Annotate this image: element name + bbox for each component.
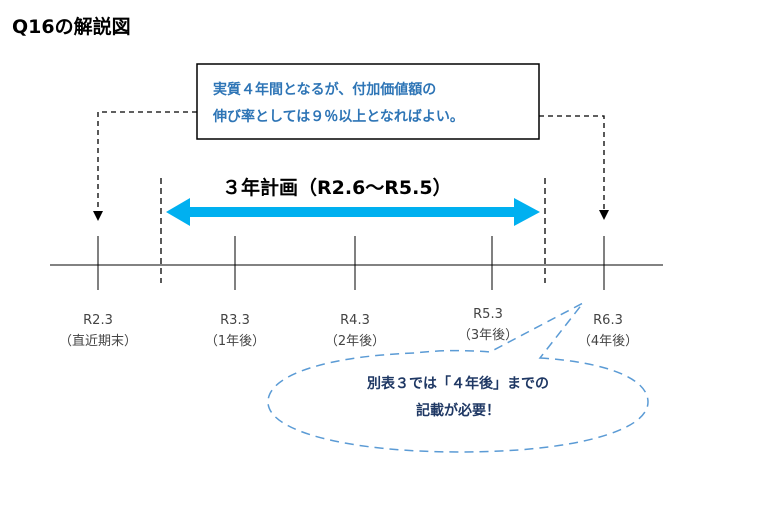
tick-label-date: R4.3 [340, 313, 370, 328]
bubble-line-2: 記載が必要！ [416, 402, 500, 419]
tick-label-sub: （3年後） [458, 328, 518, 343]
left-dashed-connector [97, 111, 197, 220]
tick-label-sub: （2年後） [325, 334, 385, 349]
tick-label-date: R3.3 [220, 313, 250, 328]
tick-label-date: R6.3 [593, 313, 623, 328]
left-arrowhead-icon [93, 211, 103, 221]
tick-label-sub: （直近期末） [59, 334, 137, 349]
note-line-1: 実質４年間となるが、付加価値額の [213, 81, 436, 98]
right-arrowhead-icon [599, 210, 609, 220]
note-box [196, 63, 540, 140]
tick-label-date: R2.3 [83, 313, 113, 328]
note-line-2: 伸び率としては９％以上となればよい。 [212, 108, 464, 125]
tick-label-sub: （4年後） [578, 334, 638, 349]
tick-label-sub: （1年後） [205, 334, 265, 349]
plan-label: ３年計画（R2.6〜R5.5） [222, 176, 452, 199]
tick-label-date: R5.3 [473, 307, 503, 322]
right-dashed-connector [539, 115, 605, 218]
page-title: Q16の解説図 [12, 15, 131, 38]
plan-duration-arrow [166, 198, 540, 226]
speech-bubble [267, 302, 649, 453]
bubble-line-1: 別表３では「４年後」までの [366, 375, 549, 392]
